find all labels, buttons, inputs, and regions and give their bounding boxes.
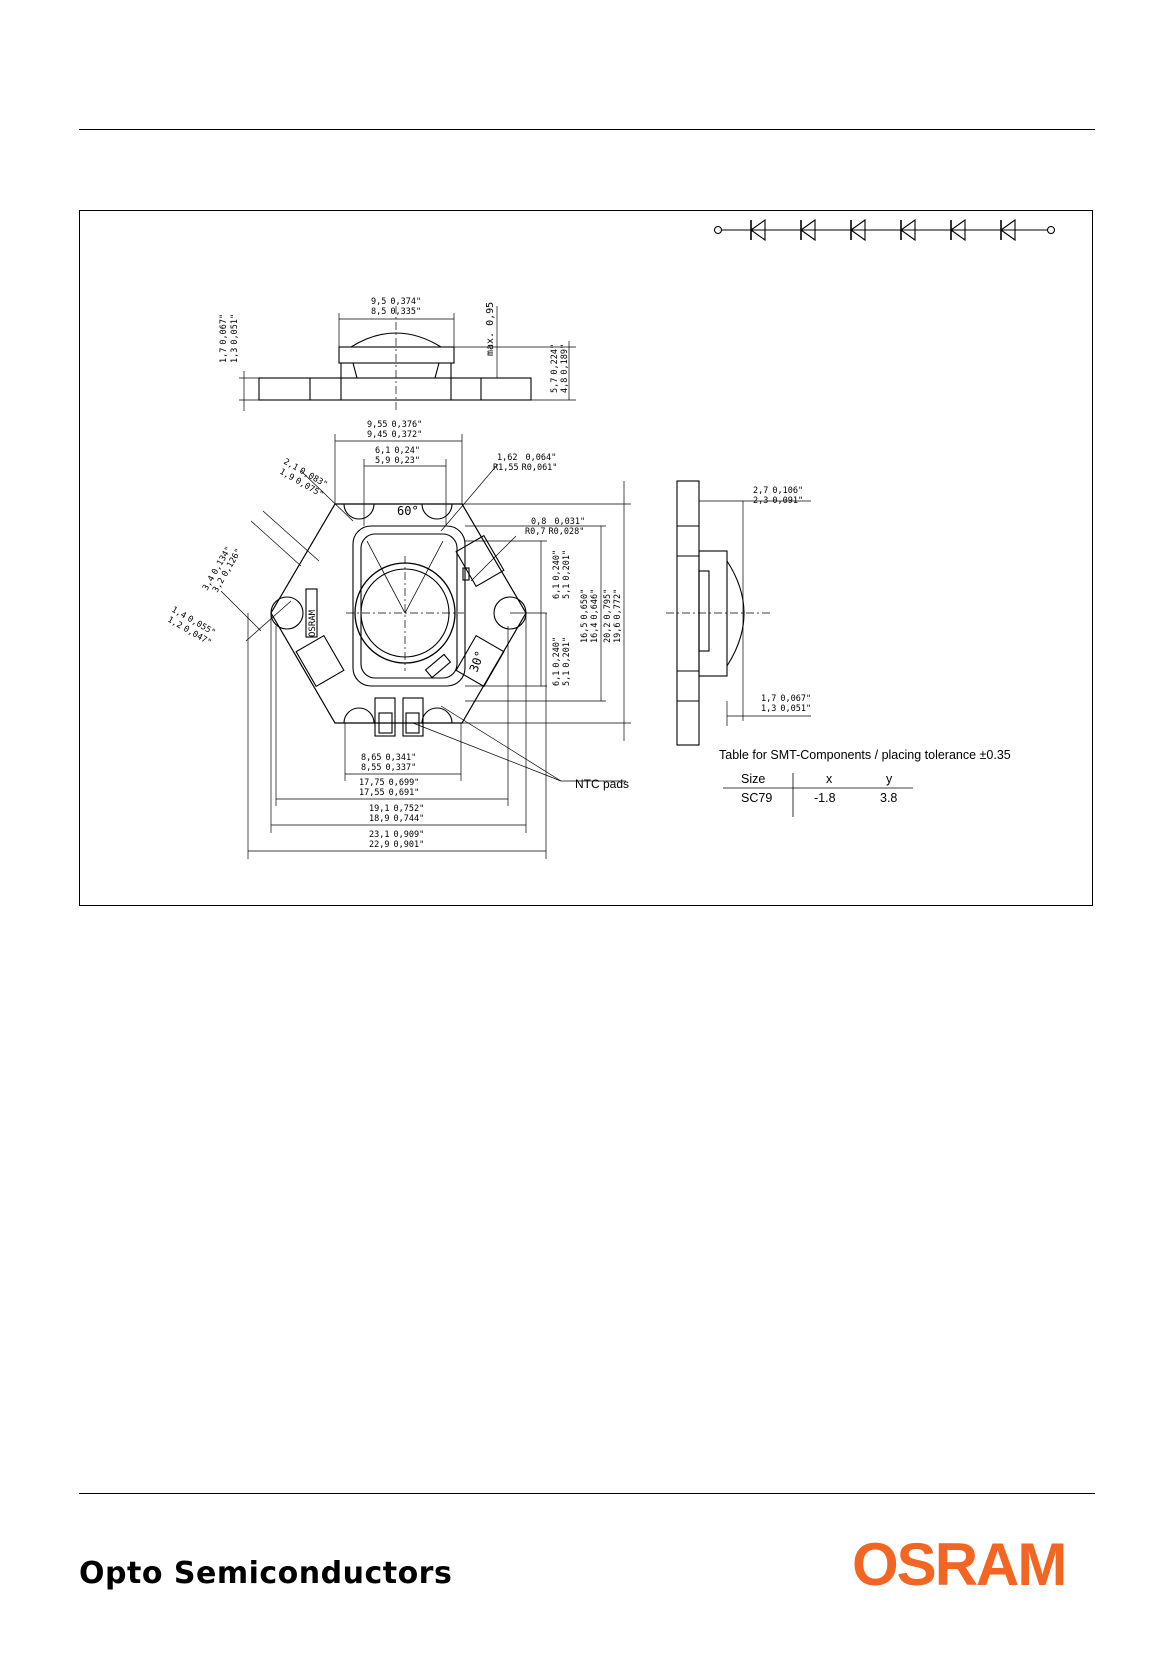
dimension-drawing-svg: 9,50,374" 8,50,335" max. 0,95 1,70,067" … <box>166 218 1056 859</box>
dim-v4: 6,10,240" <box>552 637 562 686</box>
angle-30: 30° <box>467 649 488 674</box>
header-rule <box>79 129 1095 130</box>
dim-base-thickness-min: 1,30,051" <box>230 314 240 363</box>
board-marking: OSRAM <box>308 609 318 637</box>
dim-v3-min: 19,60,772" <box>613 589 623 643</box>
diode-symbol-3 <box>850 218 866 242</box>
dim-v1: 6,10,240" <box>552 550 562 599</box>
dim-v3: 20,20,795" <box>603 589 613 643</box>
osram-logo: OSRAM <box>852 1531 1067 1598</box>
dim-v2-min: 16,40,646" <box>590 589 600 643</box>
ntc-pads-label: NTC pads <box>575 777 629 791</box>
footer-rule <box>79 1493 1095 1494</box>
top-view <box>220 434 631 859</box>
dim-total-height-min: 4,80,189" <box>560 344 570 393</box>
dim-v4-min: 5,10,201" <box>562 637 572 686</box>
dim-total-height: 5,70,224" <box>550 344 560 393</box>
led-series-schematic <box>713 218 1056 242</box>
diode-symbol-1 <box>750 218 766 242</box>
smt-table-cell-x: -1.8 <box>814 791 836 805</box>
smt-table-title: Table for SMT-Components / placing toler… <box>719 748 1011 762</box>
angle-60: 60° <box>397 504 419 518</box>
dim-v1-min: 5,10,201" <box>562 550 572 599</box>
diode-symbol-2 <box>800 218 816 242</box>
diode-symbol-6 <box>1000 218 1016 242</box>
footer-company-name: Opto Semiconductors <box>79 1556 453 1591</box>
dim-base-thickness: 1,70,067" <box>219 314 229 363</box>
diode-symbol-4 <box>900 218 916 242</box>
dim-v2: 16,50,650" <box>580 589 590 643</box>
dim-lens-max: max. 0,95 <box>485 302 496 356</box>
smt-table-header-x: x <box>826 772 833 786</box>
smt-table-cell-size: SC79 <box>741 791 772 805</box>
side-view <box>666 480 811 746</box>
smt-table-header-size: Size <box>741 772 765 786</box>
smt-table-cell-y: 3.8 <box>880 791 897 805</box>
diode-symbol-5 <box>950 218 966 242</box>
smt-table-header-y: y <box>886 772 893 786</box>
front-view <box>239 306 576 411</box>
